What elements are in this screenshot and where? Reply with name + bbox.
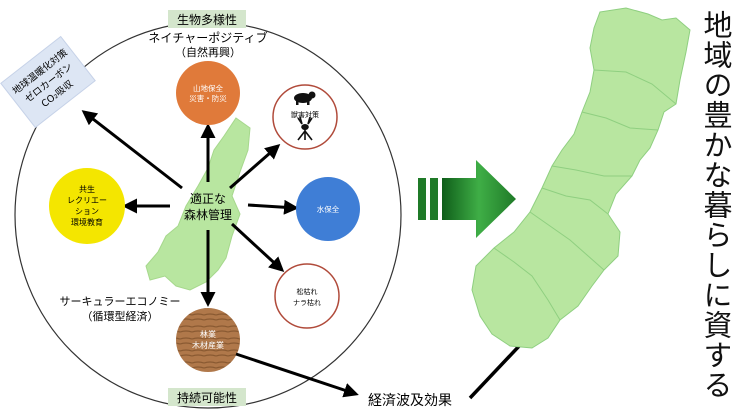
circular-economy-sub-label: （循環型経済） bbox=[82, 309, 159, 323]
vertical-title: 地域の豊かな暮らしに資する bbox=[699, 10, 733, 400]
bear-icon bbox=[294, 91, 316, 105]
biodiversity-label: 生物多様性 bbox=[177, 13, 237, 27]
center-map-silhouette bbox=[145, 117, 251, 291]
arrow-to-water bbox=[247, 199, 299, 215]
water-node bbox=[296, 177, 360, 241]
arrow-to-wildlife bbox=[229, 144, 281, 190]
biodiversity-band bbox=[168, 10, 246, 28]
recreation-line-3: ション bbox=[75, 207, 99, 216]
sustainability-label: 持続可能性 bbox=[177, 390, 237, 405]
climate-box: 地球温暖化対策 ゼロカーボン CO₂吸収 bbox=[0, 35, 96, 129]
recreation-line-1: 共生 bbox=[79, 184, 95, 194]
recreation-line-4: 環境教育 bbox=[71, 217, 103, 227]
arrow-to-climate bbox=[81, 110, 183, 190]
recreation-node bbox=[49, 168, 125, 244]
pine-line-1: 松枯れ bbox=[297, 287, 318, 296]
pine-wilt-node bbox=[274, 263, 340, 329]
forestry-line-1: 林業 bbox=[200, 329, 216, 339]
mountain-line-1: 山地保全 bbox=[193, 83, 223, 93]
center-line-2: 森林管理 bbox=[184, 207, 232, 222]
circular-economy-label: サーキュラーエコノミー bbox=[60, 295, 181, 308]
center-line-1: 適正な bbox=[190, 191, 226, 206]
sustainability-band bbox=[168, 388, 246, 406]
mountain-node bbox=[176, 61, 240, 125]
nature-positive-sub-label: （自然再興） bbox=[175, 45, 241, 59]
wildlife-node bbox=[272, 84, 338, 150]
wildlife-label: 獣害対策 bbox=[291, 110, 319, 119]
economic-effect-label: 経済波及効果 bbox=[368, 393, 452, 409]
water-label: 水保全 bbox=[317, 204, 340, 214]
pine-line-2: ナラ枯れ bbox=[293, 298, 321, 307]
arrow-to-pine bbox=[230, 222, 285, 273]
forestry-line-2: 木材産業 bbox=[192, 340, 224, 350]
nature-positive-label: ネイチャーポジティブ bbox=[148, 30, 267, 45]
region-map bbox=[471, 7, 691, 349]
mountain-line-2: 災害・防災 bbox=[189, 93, 227, 103]
recreation-line-2: レクリエー bbox=[67, 196, 107, 205]
arrow-to-economic-effect bbox=[235, 352, 359, 398]
forestry-node bbox=[176, 308, 240, 372]
big-green-arrow bbox=[418, 160, 516, 238]
deer-icon bbox=[297, 116, 313, 141]
